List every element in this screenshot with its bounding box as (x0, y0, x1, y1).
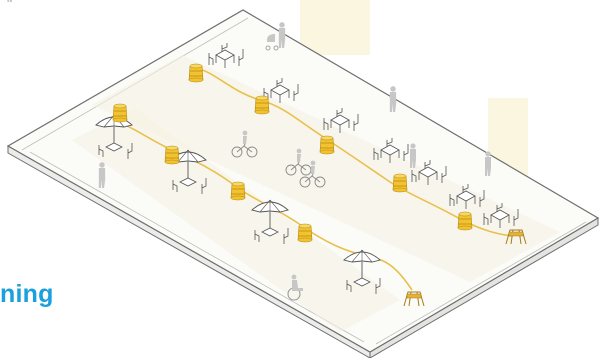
pedestrian-icon (7, 0, 12, 2)
barrel-icon (320, 136, 334, 154)
pedestrian-icon (279, 22, 285, 48)
caption-text: ning (0, 280, 54, 309)
pedestrian-icon (410, 143, 416, 168)
pedestrian-icon (485, 151, 491, 176)
barrel-icon (298, 224, 312, 242)
pedestrian-icon (390, 86, 396, 112)
barrel-icon (189, 64, 203, 82)
barrel-icon (165, 146, 179, 164)
ghost-building (300, 0, 370, 55)
barrel-icon (231, 182, 245, 200)
barrel-icon (113, 104, 127, 122)
barrel-icon (255, 96, 269, 114)
pedestrian-icon (99, 162, 105, 188)
barrel-icon (393, 174, 407, 192)
barrel-icon (458, 212, 472, 230)
